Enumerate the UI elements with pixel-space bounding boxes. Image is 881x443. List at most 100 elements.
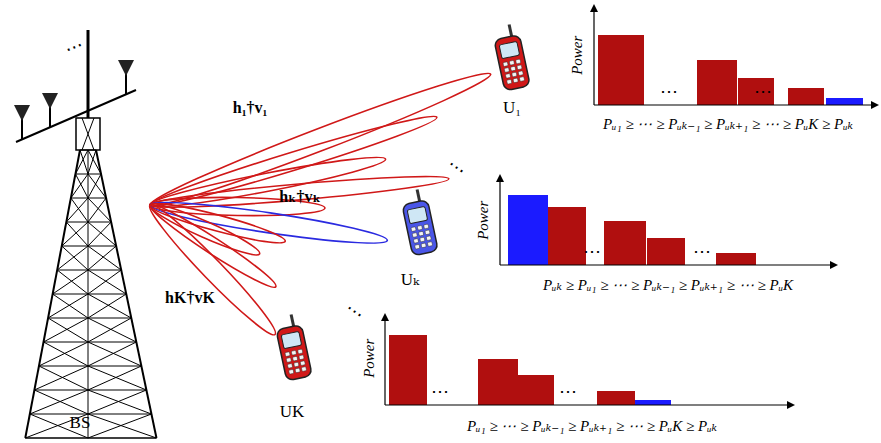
phone-body xyxy=(494,35,530,91)
phone-key xyxy=(300,361,305,366)
y-axis xyxy=(384,319,385,405)
tower-strut xyxy=(88,342,141,366)
ellipsis: ⋯ xyxy=(660,82,678,102)
ellipsis: ⋯ xyxy=(754,82,772,102)
ellipsis: ⋯ xyxy=(431,382,449,402)
phone-key xyxy=(413,238,418,243)
tower-strut xyxy=(66,198,88,222)
x-axis xyxy=(500,264,832,265)
power-bar xyxy=(635,400,671,405)
beam-lobe xyxy=(149,195,389,250)
power-bar xyxy=(738,78,774,105)
axis-label: Power xyxy=(362,338,379,377)
tower-strut xyxy=(88,414,156,438)
beam-group xyxy=(146,64,495,215)
tower-strut xyxy=(75,174,88,198)
power-bar xyxy=(478,359,518,405)
axis-arrow xyxy=(381,313,389,321)
tower-strut xyxy=(88,270,126,294)
tower-strut xyxy=(71,198,88,222)
axis-label: Pᵤ₁ ≥ ⋯ ≥ Pᵤₖ₋₁ ≥ Pᵤₖ₊₁ ≥ ⋯ ≥ PᵤK ≥ Pᵤₖ xyxy=(467,418,717,435)
phone-key xyxy=(291,350,296,355)
phone-key xyxy=(425,230,430,235)
antenna-symbol xyxy=(42,93,58,109)
power-bar xyxy=(598,35,644,105)
phone-key xyxy=(421,243,426,248)
power-bar xyxy=(389,335,427,405)
phone-icon xyxy=(400,188,439,256)
axis-arrow xyxy=(496,174,504,182)
phone-screen xyxy=(407,206,428,223)
tower-strut xyxy=(82,118,94,150)
bar-chart xyxy=(590,4,879,109)
phone-key xyxy=(504,68,509,73)
ellipsis: ⋯ xyxy=(341,299,367,326)
beam-group xyxy=(143,198,282,341)
power-bar xyxy=(604,221,646,265)
phone-key xyxy=(286,358,291,363)
tower-strut xyxy=(88,150,101,174)
beam-lobe xyxy=(146,64,495,215)
beam-group xyxy=(148,150,387,213)
beam-group xyxy=(148,197,287,249)
phone-key xyxy=(420,237,425,242)
axis-arrow xyxy=(830,261,838,269)
tower-strut xyxy=(88,222,116,246)
power-bar xyxy=(697,60,737,105)
phone-key xyxy=(509,60,514,65)
bar-chart xyxy=(381,313,795,409)
tower-strut xyxy=(75,150,88,174)
station-label: BS xyxy=(70,414,91,433)
tower-strut xyxy=(30,414,152,415)
channel-beam-label: h₁†v₁ xyxy=(233,99,268,117)
axis-label: Pᵤₖ ≥ Pᵤ₁ ≥ ⋯ ≥ Pᵤₖ₋₁ ≥ Pᵤₖ₊₁ ≥ ⋯ ≥ PᵤK xyxy=(543,277,793,294)
phone-key xyxy=(511,66,516,71)
tower-strut xyxy=(88,294,131,318)
ellipsis: ⋯ xyxy=(583,242,601,262)
tower-strut xyxy=(44,318,88,342)
axis-label: Power xyxy=(570,35,587,74)
beam-group xyxy=(149,195,389,250)
phone-key xyxy=(411,227,416,232)
ellipsis: ⋯ xyxy=(693,242,711,262)
phone-key xyxy=(298,349,303,354)
channel-beam-label: hₖ†vₖ xyxy=(279,188,321,206)
power-bar xyxy=(508,195,548,265)
axis-arrow xyxy=(787,401,795,409)
phone-icon xyxy=(274,313,313,381)
phone-key xyxy=(517,65,522,70)
beam-lobe xyxy=(143,198,282,341)
phone-key xyxy=(426,236,431,241)
tower-strut xyxy=(82,118,94,150)
channel-beam-label: hK†vK xyxy=(165,289,215,307)
phone-body xyxy=(402,200,438,256)
phone-key xyxy=(419,231,424,236)
phone-icon xyxy=(492,23,531,91)
power-bar xyxy=(647,238,685,265)
phone-key xyxy=(424,224,429,229)
tower-strut xyxy=(88,198,111,222)
tower-strut xyxy=(62,222,88,246)
phone-key xyxy=(415,244,420,249)
tower-strut xyxy=(53,270,88,294)
user-label: Uₖ xyxy=(401,271,419,290)
phone-key xyxy=(427,242,432,247)
antenna-symbol xyxy=(118,60,134,76)
power-bar xyxy=(518,375,554,405)
y-axis xyxy=(499,180,500,265)
phone-key xyxy=(293,356,298,361)
tower xyxy=(14,30,156,438)
tower-strut xyxy=(88,198,106,222)
tower-strut xyxy=(39,342,88,366)
axis-label: Pᵤ₁ ≥ ⋯ ≥ Pᵤₖ₋₁ ≥ Pᵤₖ₊₁ ≥ ⋯ ≥ PᵤK ≥ Pᵤₖ xyxy=(603,116,853,133)
power-bar xyxy=(716,253,756,265)
phone-body xyxy=(276,325,312,381)
power-bar xyxy=(826,98,863,105)
phone-key xyxy=(513,78,518,83)
axis-arrow xyxy=(871,101,879,109)
phone-key xyxy=(507,79,512,84)
phone-key xyxy=(519,77,524,82)
tower-strut xyxy=(88,318,136,342)
x-axis xyxy=(594,104,873,105)
user-label: U₁ xyxy=(503,99,521,118)
